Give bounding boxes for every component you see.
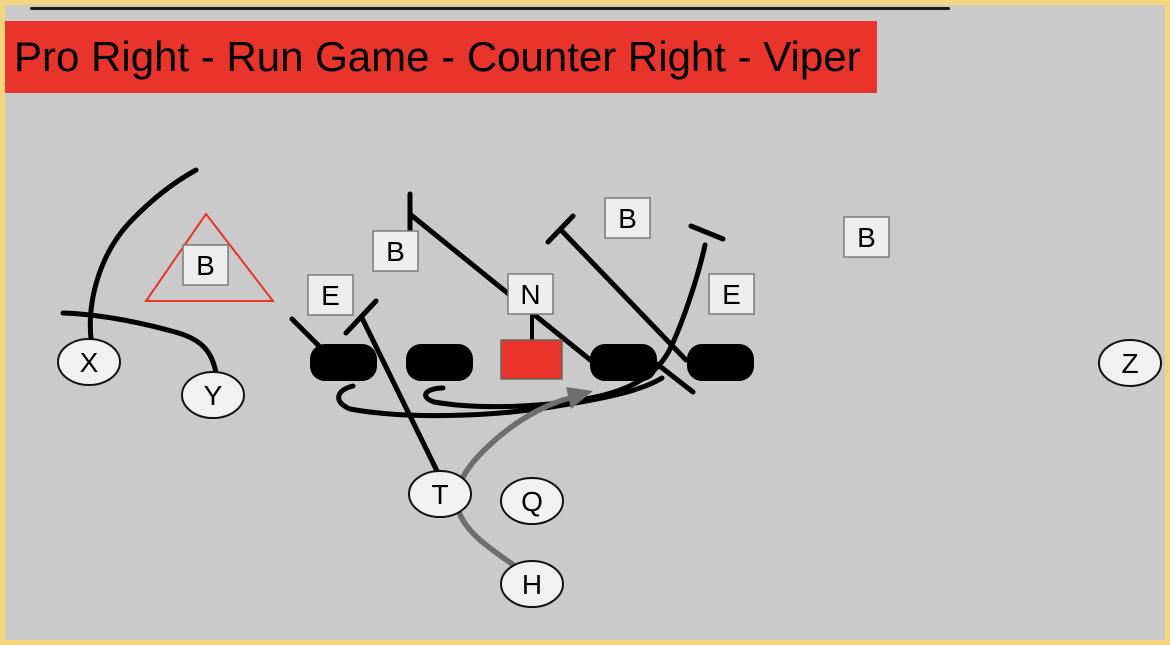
defender-label: B	[386, 236, 405, 267]
play-canvas: B E B N B E B X Y T Q H Z	[57, 167, 1162, 608]
player-label: Q	[521, 486, 543, 517]
player-label: Z	[1121, 348, 1138, 379]
route-pull-sweep-1-cap[interactable]	[654, 361, 696, 395]
mike-point-triangle[interactable]	[144, 212, 276, 302]
player-Q[interactable]: Q	[500, 477, 564, 525]
h-route-arrowhead-icon	[566, 387, 593, 409]
defender-label: E	[321, 280, 340, 311]
defender-label: B	[618, 203, 637, 234]
route-rt-block-cap[interactable]	[545, 213, 576, 245]
lineman-right-tackle[interactable]	[687, 344, 754, 381]
player-Y[interactable]: Y	[181, 371, 245, 419]
defender-box-B-4[interactable]: B	[604, 197, 651, 239]
player-label: H	[522, 569, 542, 600]
play-title: Pro Right - Run Game - Counter Right - V…	[14, 33, 861, 80]
defender-box-N-3[interactable]: N	[507, 273, 554, 315]
player-Z[interactable]: Z	[1098, 339, 1162, 387]
route-h-route[interactable]	[454, 395, 573, 569]
player-circle[interactable]	[500, 560, 564, 608]
route-pull-sweep-1[interactable]	[336, 375, 665, 419]
player-label: X	[80, 347, 99, 378]
play-title-banner: Pro Right - Run Game - Counter Right - V…	[5, 21, 877, 93]
player-circle[interactable]	[57, 338, 121, 386]
defender-box-B-6[interactable]: B	[843, 216, 890, 258]
defender-box-E-5[interactable]: E	[708, 273, 755, 315]
lineman-left-tackle[interactable]	[310, 344, 377, 381]
route-y-route[interactable]	[60, 310, 219, 376]
route-x-route[interactable]	[87, 167, 199, 342]
player-circle[interactable]	[408, 470, 472, 518]
player-circle[interactable]	[1098, 339, 1162, 387]
field-top-line	[30, 7, 950, 10]
defender-box-rect[interactable]	[507, 273, 554, 315]
defender-label: B	[857, 222, 876, 253]
defender-box-rect[interactable]	[307, 274, 354, 316]
player-label: T	[431, 479, 448, 510]
defender-box-E-1[interactable]: E	[307, 274, 354, 316]
player-circle[interactable]	[181, 371, 245, 419]
lineman-right-guard[interactable]	[590, 344, 657, 381]
player-X[interactable]: X	[57, 338, 121, 386]
lineman-left-guard[interactable]	[406, 344, 473, 381]
route-t-route[interactable]	[359, 315, 440, 474]
route-lt-block-stub[interactable]	[289, 316, 322, 349]
defender-label: E	[722, 279, 741, 310]
defender-box-rect[interactable]	[604, 197, 651, 239]
defender-box-rect[interactable]	[843, 216, 890, 258]
defender-box-B-0[interactable]: B	[182, 244, 229, 286]
defender-box-B-2[interactable]: B	[372, 230, 419, 272]
lineman-center[interactable]	[500, 339, 563, 380]
route-pull-sweep-2[interactable]	[423, 242, 708, 410]
defender-box-rect[interactable]	[708, 273, 755, 315]
route-t-route-cap[interactable]	[343, 298, 379, 336]
defender-label: N	[520, 279, 540, 310]
defender-box-rect[interactable]	[182, 244, 229, 286]
route-pull-sweep-2-cap[interactable]	[688, 223, 726, 242]
defender-box-rect[interactable]	[372, 230, 419, 272]
player-H[interactable]: H	[500, 560, 564, 608]
player-circle[interactable]	[500, 477, 564, 525]
route-guard-pull-diagonal[interactable]	[408, 212, 602, 370]
defender-label: B	[196, 250, 215, 281]
player-T[interactable]: T	[408, 470, 472, 518]
player-label: Y	[204, 380, 223, 411]
route-rt-block[interactable]	[558, 227, 689, 363]
